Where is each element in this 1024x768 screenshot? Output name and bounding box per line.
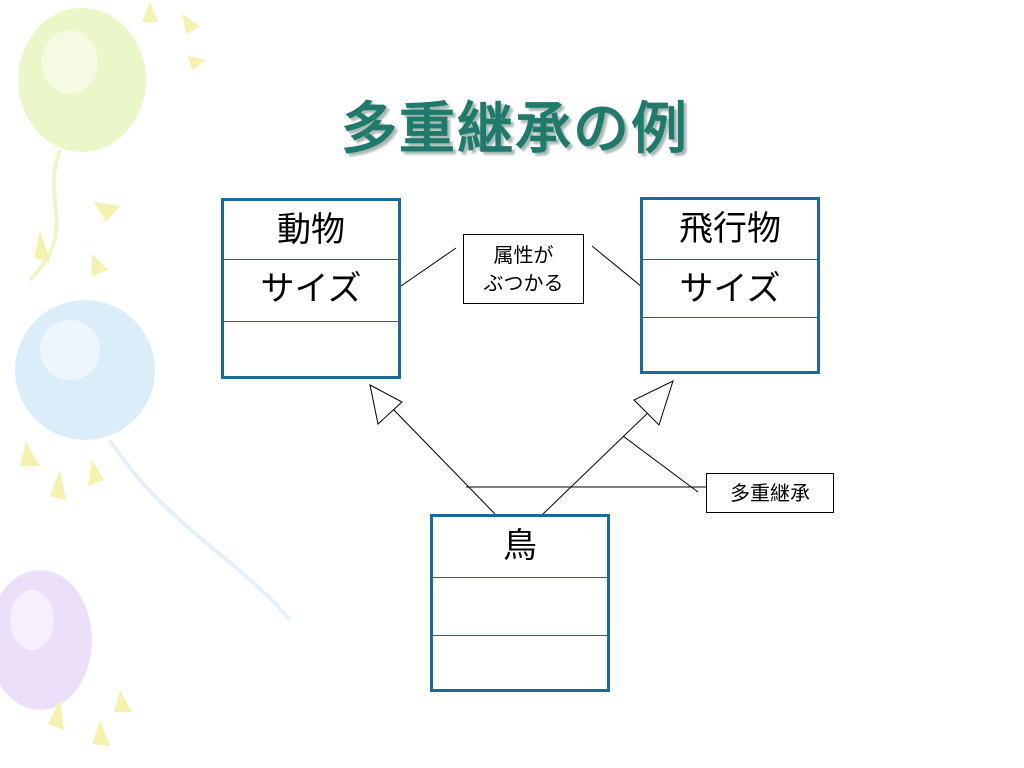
balloon-green-icon — [18, 8, 146, 282]
note-multiple-inheritance: 多重継承 — [706, 473, 834, 513]
class-name-bird: 鳥 — [433, 517, 607, 578]
class-attribute-flyer: サイズ — [643, 260, 817, 318]
multiple-inheritance-pointer-diagonal — [622, 435, 699, 493]
conflict-connector-left — [400, 247, 457, 287]
inheritance-line-to-flyer — [542, 406, 655, 515]
class-attributes-bird — [433, 578, 607, 636]
class-methods-bird — [433, 636, 607, 689]
class-name-animal: 動物 — [224, 201, 398, 260]
note-attribute-conflict: 属性が ぶつかる — [463, 234, 584, 304]
note-attribute-conflict-line1: 属性が — [493, 243, 554, 267]
class-methods-flyer — [643, 318, 817, 371]
sun-rays-icon — [20, 2, 206, 746]
inheritance-arrowhead-animal — [369, 384, 403, 425]
note-attribute-conflict-line2: ぶつかる — [483, 271, 564, 295]
class-attribute-animal: サイズ — [224, 260, 398, 322]
slide-title: 多重継承の例 — [341, 97, 689, 162]
class-name-flyer: 飛行物 — [643, 200, 817, 260]
class-methods-animal — [224, 322, 398, 376]
inheritance-arrowhead-flyer — [633, 380, 674, 426]
inheritance-line-to-animal — [391, 407, 496, 515]
class-box-animal: 動物 サイズ — [221, 198, 401, 379]
conflict-connector-right — [591, 245, 643, 288]
class-box-bird: 鳥 — [430, 514, 610, 692]
balloon-purple-icon — [0, 570, 92, 710]
balloon-blue-icon — [15, 300, 292, 622]
class-box-flyer: 飛行物 サイズ — [640, 197, 820, 374]
